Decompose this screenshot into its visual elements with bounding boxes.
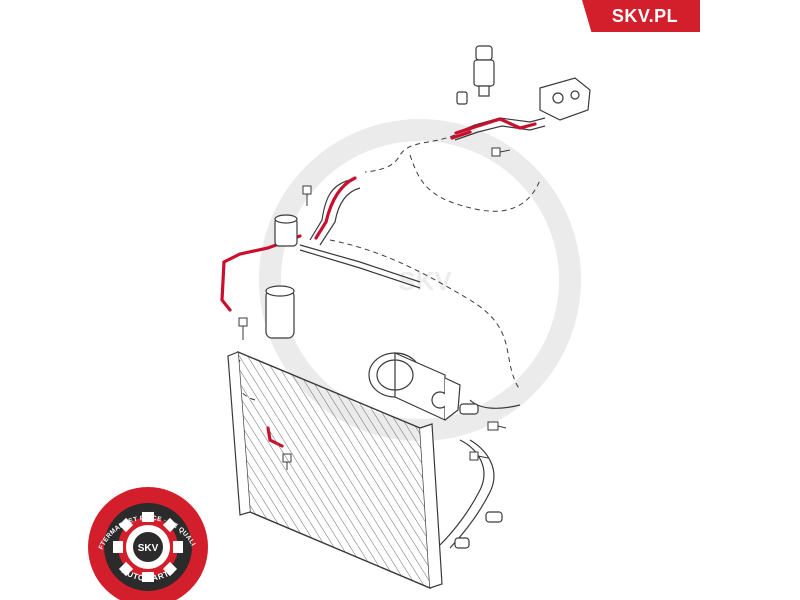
bolt-icons [238, 147, 511, 470]
hose-fittings [454, 403, 503, 549]
ac-hoses [299, 117, 546, 549]
brand-label: SKV.PL [611, 5, 679, 26]
accumulator-top [274, 214, 298, 247]
pressure-switch [473, 45, 495, 97]
firewall-connector [539, 77, 591, 121]
brand-tag[interactable]: SKV.PL [582, 0, 700, 32]
receiver-drier [265, 285, 295, 339]
service-valve [456, 91, 468, 105]
watermark-text: SKV [398, 266, 452, 296]
compressor [368, 352, 461, 421]
condenser [227, 350, 443, 590]
